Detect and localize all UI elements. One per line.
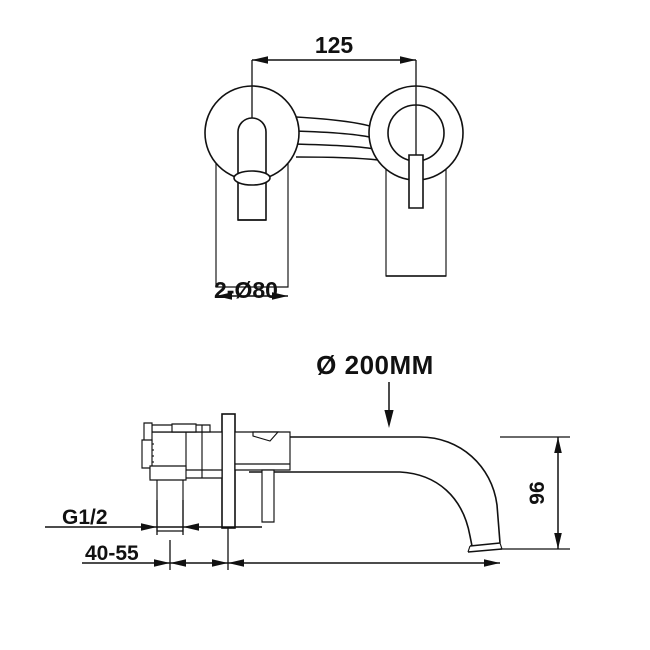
valve-top-boss	[171, 423, 197, 433]
right-wall-plate	[368, 85, 464, 209]
dimension-plate-diameter: 2-Ø80	[214, 277, 288, 303]
arrow-right-125	[400, 56, 416, 64]
connector-band-4	[295, 156, 379, 161]
connector-band-2	[293, 130, 375, 139]
callout-spout-reach: Ø 200MM	[316, 350, 434, 428]
dimension-40-55: 40-55	[82, 528, 500, 570]
left-wall-plate	[204, 85, 300, 221]
spout-outer-top	[249, 436, 501, 544]
callout-arrow-down	[384, 410, 394, 428]
dimension-125: 125	[251, 32, 417, 140]
connector-band-1	[295, 116, 377, 129]
arrow-bottom-96	[554, 533, 562, 549]
handle-lever-stem	[261, 469, 275, 523]
left-lever-capsule	[237, 117, 267, 221]
spout-tip-edge	[469, 542, 501, 547]
dimension-label-g12: G1/2	[62, 506, 108, 529]
dimension-label-96: 96	[526, 481, 549, 504]
arrow-40-55-right	[228, 559, 244, 567]
dimension-label-plates: 2-Ø80	[214, 277, 278, 303]
wall-flange	[221, 413, 236, 529]
arrow-40-55-inner-left	[170, 559, 186, 567]
valve-inlet-collar	[149, 465, 187, 481]
valve-inlet-tube	[156, 477, 184, 532]
arrow-left-125	[252, 56, 268, 64]
arrow-top-96	[554, 437, 562, 453]
arrow-reach-right	[484, 559, 500, 567]
arrow-g12-right	[183, 523, 199, 531]
left-lever-seam	[233, 170, 271, 186]
right-lever	[408, 154, 424, 209]
connector-band-3	[293, 143, 375, 150]
spout-tip-right	[499, 542, 503, 550]
dimension-label-40-55: 40-55	[85, 542, 139, 565]
arrow-g12-left	[141, 523, 157, 531]
dimension-g12: G1/2	[45, 500, 262, 535]
handle-top-wedge	[252, 431, 280, 442]
spout-tip-lower-edge	[467, 548, 503, 553]
arrow-right-plates	[272, 292, 288, 300]
valve-body	[141, 422, 223, 532]
front-view-group: 125	[204, 32, 464, 303]
spout-tip-left	[467, 545, 471, 553]
dimension-96: 96	[500, 436, 570, 550]
side-view-group: Ø 200MM	[45, 350, 570, 570]
arrow-40-55-inner-right	[212, 559, 228, 567]
side-handle	[234, 431, 291, 523]
valve-left-nipple	[143, 422, 153, 443]
valve-thread-block	[141, 439, 153, 469]
spout-body	[249, 436, 503, 553]
spout-inner-top	[249, 471, 473, 547]
dimension-label-125: 125	[315, 32, 354, 58]
wall-flange-plate	[221, 413, 236, 529]
spout-connector-bands	[293, 116, 379, 161]
callout-label-spout-reach: Ø 200MM	[316, 350, 434, 380]
arrow-40-55-left	[154, 559, 170, 567]
arrow-left-plates	[216, 292, 232, 300]
